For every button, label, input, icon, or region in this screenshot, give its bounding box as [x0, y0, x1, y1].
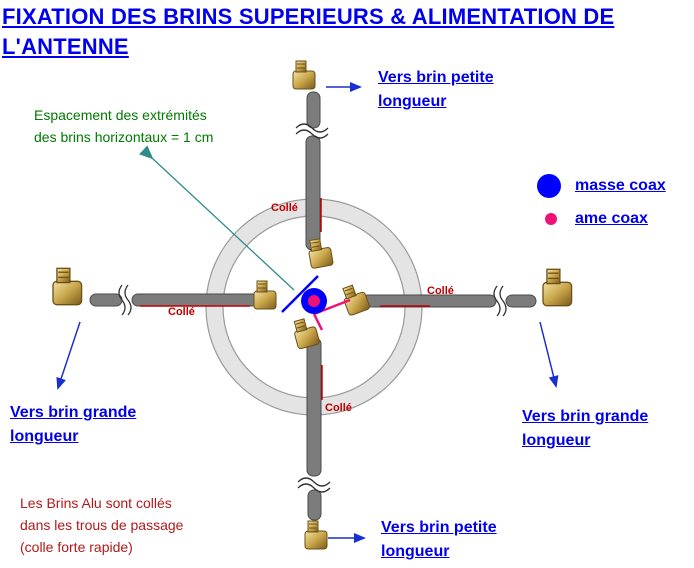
connector-bottom-outer: [304, 520, 328, 550]
legend-ame-dot: [545, 213, 557, 225]
label-right: Vers brin grande longueur: [522, 405, 648, 453]
title-text: FIXATION DES BRINS SUPERIEURS & ALIMENTA…: [2, 4, 615, 59]
label-bottom-right-line1: Vers brin petite: [381, 519, 497, 536]
coax-ame-dot: [308, 295, 320, 307]
label-left: Vers brin grande longueur: [10, 401, 136, 449]
bottom-rod: [306, 337, 322, 477]
label-bottom-right: Vers brin petite longueur: [381, 516, 497, 564]
label-top-right-line2: longueur: [378, 93, 447, 110]
label-left-line1: Vers brin grande: [10, 404, 137, 421]
legend-masse: masse coax: [575, 177, 666, 194]
label-top-right-line1: Vers brin petite: [378, 69, 494, 86]
arrow-left: [56, 321, 81, 390]
glue-note: Les Brins Alu sont collés dans les trous…: [20, 492, 183, 558]
top-rod: [305, 135, 321, 251]
glue-note-line1: Les Brins Alu sont collés: [20, 495, 172, 511]
legend-ame: ame coax: [575, 210, 648, 227]
bottom-rod-lower: [307, 489, 322, 521]
label-bottom-right-line2: longueur: [381, 543, 450, 560]
colle-label-bottom: Collé: [325, 402, 352, 414]
left-rod: [131, 293, 261, 307]
masse-wire: [281, 275, 319, 313]
left-rod-outer: [89, 293, 123, 307]
colle-label-left: Collé: [168, 306, 195, 318]
label-right-line1: Vers brin grande: [522, 408, 649, 425]
right-rod-outer: [505, 294, 537, 308]
spacing-note-line1: Espacement des extrémités: [34, 107, 207, 123]
glue-note-line2: dans les trous de passage: [20, 517, 184, 533]
top-rod-upper: [306, 91, 321, 129]
arrow-right: [539, 321, 559, 388]
label-left-line2: longueur: [10, 428, 79, 445]
ame-wire-2: [312, 313, 324, 331]
label-top-right: Vers brin petite longueur: [378, 66, 494, 114]
connector-left-outer: [52, 267, 83, 306]
colle-label-right: Collé: [427, 285, 454, 297]
glue-note-line3: (colle forte rapide): [20, 539, 133, 555]
spacing-note-line2: des brins horizontaux = 1 cm: [34, 129, 214, 145]
spacing-note: Espacement des extrémités des brins hori…: [34, 104, 213, 148]
connector-right-outer: [542, 268, 573, 307]
page-title: FIXATION DES BRINS SUPERIEURS & ALIMENTA…: [2, 2, 692, 62]
spacing-arrow: [139, 145, 295, 291]
label-right-line2: longueur: [522, 432, 591, 449]
legend-masse-dot: [537, 174, 561, 198]
connector-top-outer: [292, 60, 316, 90]
colle-label-top: Collé: [271, 202, 298, 214]
